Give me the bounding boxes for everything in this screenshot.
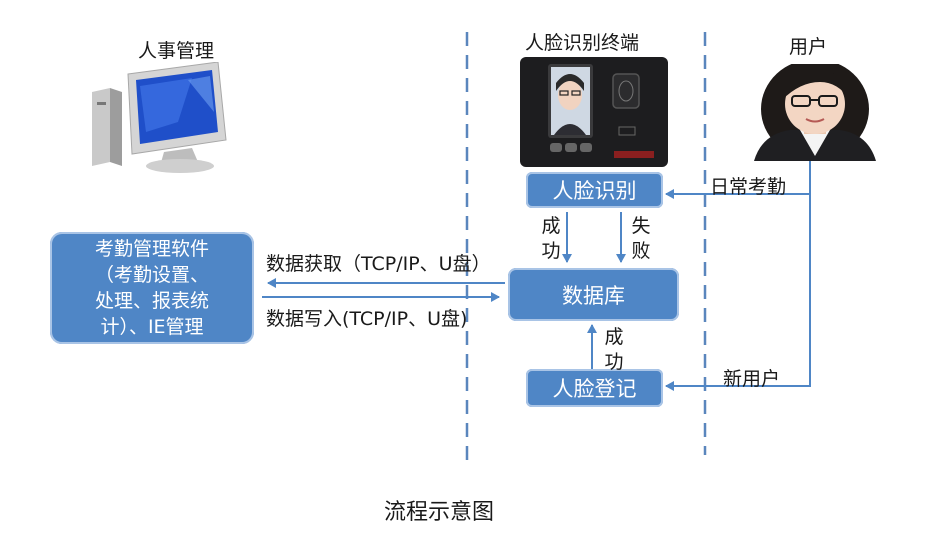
- diagram-caption: 流程示意图: [384, 500, 495, 525]
- fail-down-char-2: 败: [631, 240, 651, 262]
- user-photo: [742, 64, 888, 161]
- new-user-label: 新用户: [723, 368, 781, 390]
- computer-icon: [92, 62, 227, 173]
- success-down-char-1: 成: [541, 215, 561, 237]
- software-box-line-2: （考勤设置、: [94, 264, 209, 286]
- lane-title-hr: 人事管理: [138, 40, 215, 62]
- fail-down-label: 失 败: [630, 214, 652, 264]
- software-box-line-1: 考勤管理软件: [94, 238, 209, 260]
- success-down-char-2: 功: [541, 240, 561, 262]
- face-register-box: 人脸登记: [526, 369, 663, 407]
- success-up-char-1: 成: [604, 326, 624, 348]
- daily-attendance-label: 日常考勤: [710, 176, 787, 198]
- face-terminal-device-icon: [520, 57, 668, 167]
- software-box-line-4: 计）、IE管理: [100, 316, 204, 338]
- database-box: 数据库: [508, 268, 679, 321]
- attendance-software-box: 考勤管理软件 （考勤设置、 处理、报表统 计）、IE管理: [50, 232, 254, 344]
- lane-title-user: 用户: [789, 36, 828, 58]
- fetch-label: 数据获取（TCP/IP、U盘）: [266, 253, 491, 275]
- success-up-char-2: 功: [604, 351, 624, 373]
- success-down-label: 成 功: [540, 214, 562, 264]
- software-box-line-3: 处理、报表统: [94, 290, 209, 312]
- success-up-label: 成 功: [603, 325, 625, 375]
- user-line: [795, 160, 811, 387]
- face-recognition-box: 人脸识别: [526, 172, 663, 208]
- write-label: 数据写入(TCP/IP、U盘): [266, 308, 468, 330]
- fail-down-char-1: 失: [631, 215, 651, 237]
- lane-title-terminal: 人脸识别终端: [525, 32, 640, 54]
